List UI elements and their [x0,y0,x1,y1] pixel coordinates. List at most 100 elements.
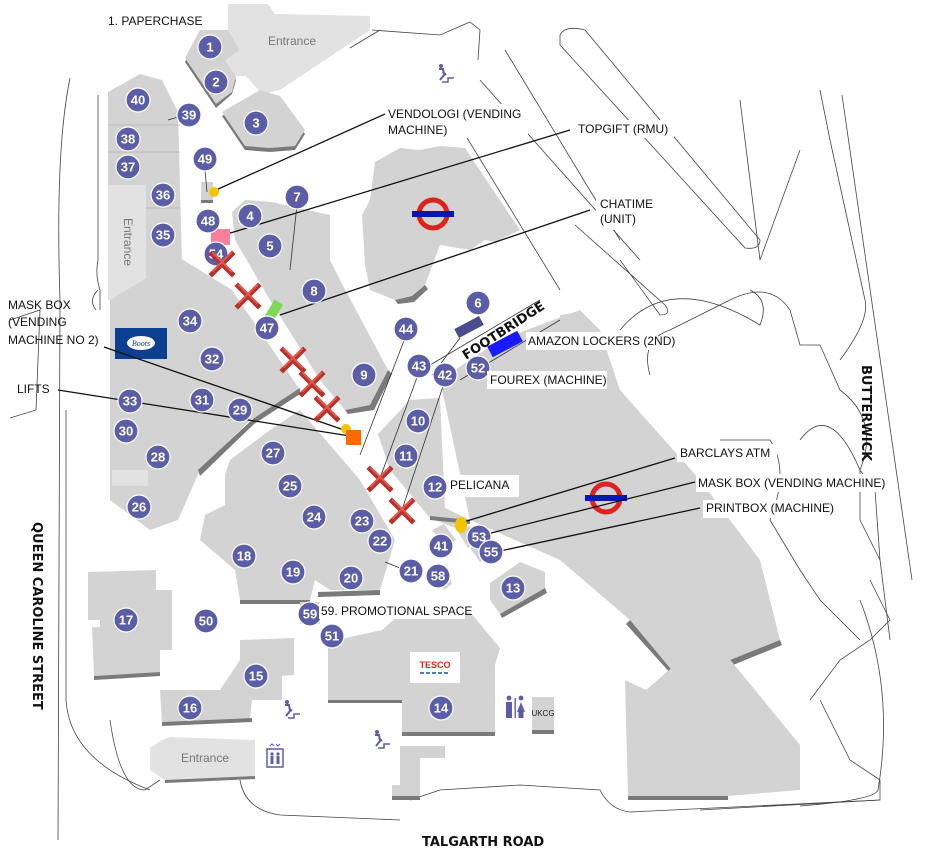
unit-11-marker[interactable]: 11 [393,443,419,469]
unit-26-marker[interactable]: 26 [126,494,152,520]
street-butterwick: BUTTERWICK [858,365,873,462]
callout-barclays[interactable]: BARCLAYS ATM [677,444,777,462]
unit-24-marker[interactable]: 24 [301,504,327,530]
unit-16-marker[interactable]: 16 [177,695,203,721]
barclays-atm-marker[interactable] [455,517,467,533]
callout-pelicana[interactable]: PELICANA [447,475,519,497]
unit-circle [465,355,491,381]
amazon-lockers-marker[interactable] [487,330,523,358]
unit-52-marker[interactable]: 52 [465,355,491,381]
callout-topgift[interactable]: TOPGIFT (RMU) [576,120,674,138]
unit-25-marker[interactable]: 25 [277,473,303,499]
escalator-icon [285,700,300,719]
unit-31-marker[interactable]: 31 [189,387,215,413]
unit-40-marker[interactable]: 40 [125,87,151,113]
unit-37-marker[interactable]: 37 [115,154,141,180]
unit-27-marker[interactable]: 27 [260,440,286,466]
callout-printbox[interactable]: PRINTBOX (MACHINE) [703,500,839,518]
unit-55-marker[interactable]: 55 [478,539,504,565]
lifts-marker[interactable] [346,430,361,445]
topgift-marker[interactable] [211,229,230,245]
callout-vendologi[interactable]: VENDOLOGI (VENDING MACHINE) [386,104,528,138]
unit-43-marker[interactable]: 43 [406,353,432,379]
callout-promo[interactable]: 59. PROMOTIONAL SPACE [319,603,472,619]
unit-circle [203,241,229,267]
callout-fourex[interactable]: FOUREX (MACHINE) [487,371,607,389]
callout-maskbox[interactable]: MASK BOX (VENDING MACHINE) [696,474,894,492]
unit-58-marker[interactable]: 58 [425,563,451,589]
unit-13-marker[interactable]: 13 [500,575,526,601]
svg-text:LIFTS: LIFTS [17,382,50,396]
unit-9-marker[interactable]: 9 [351,362,377,388]
unit-number: 30 [119,424,133,439]
unit-18-marker[interactable]: 18 [231,543,257,569]
unit-22-marker[interactable]: 22 [367,528,393,554]
svg-text:VENDOLOGI (VENDING: VENDOLOGI (VENDING [388,107,521,121]
callout-lifts[interactable]: LIFTS [17,382,50,396]
unit-circle [199,346,225,372]
unit-44-marker[interactable]: 44 [393,316,419,342]
unit-12-marker[interactable]: 12 [422,474,448,500]
unit-number: 9 [360,368,367,383]
unit-circle [126,494,152,520]
unit-8-marker[interactable]: 8 [301,278,327,304]
unit-circle [145,444,171,470]
unit-14-marker[interactable]: 14 [428,695,454,721]
underground-roundel-north [412,197,454,231]
unit-number: 7 [293,190,300,205]
unit-42-marker[interactable]: 42 [432,362,458,388]
unit-4-marker[interactable]: 4 [237,203,263,229]
unit-21-marker[interactable]: 21 [398,558,424,584]
unit-32-marker[interactable]: 32 [199,346,225,372]
unit-circle [115,126,141,152]
unit-1-marker[interactable]: 1 [197,34,223,60]
unit-48-marker[interactable]: 48 [195,208,221,234]
callout-paperchase[interactable]: 1. PAPERCHASE [108,14,202,28]
unit-30-marker[interactable]: 30 [113,418,139,444]
unit-6-kiosk [454,316,484,338]
unit-39-marker[interactable]: 39 [176,102,202,128]
unit-34-marker[interactable]: 34 [177,308,203,334]
unit-50-marker[interactable]: 50 [193,608,219,634]
svg-text:Boots: Boots [132,339,150,348]
callout-maskbox2[interactable]: MASK BOX (VENDING MACHINE NO 2) [8,298,99,347]
unit-41-marker[interactable]: 41 [428,533,454,559]
unit-49-marker[interactable]: 49 [192,146,218,172]
unit-20-marker[interactable]: 20 [338,565,364,591]
unit-17-marker[interactable]: 17 [113,607,139,633]
unit-7-marker[interactable]: 7 [284,184,310,210]
unit-2-marker[interactable]: 2 [203,69,229,95]
unit-23-marker[interactable]: 23 [349,508,375,534]
svg-text:PELICANA: PELICANA [450,478,509,492]
unit-19-marker[interactable]: 19 [280,559,306,585]
unit-6-marker[interactable]: 6 [465,290,491,316]
unit-36-marker[interactable]: 36 [150,182,176,208]
unit-circle [177,695,203,721]
unit-number: 36 [156,188,170,203]
unit-number: 59 [303,607,317,622]
unit-circle [393,443,419,469]
unit-10-marker[interactable]: 10 [405,408,431,434]
unit-28-marker[interactable]: 28 [145,444,171,470]
unit-number: 16 [183,701,197,716]
unit-47-marker[interactable]: 47 [254,315,280,341]
unit-59-marker[interactable]: 59 [297,601,323,627]
callout-chatime[interactable]: CHATIME (UNIT) [596,196,654,230]
vendologi-marker[interactable] [209,187,219,197]
tesco-logo: TESCO [410,652,460,683]
unit-35-marker[interactable]: 35 [150,222,176,248]
unit-number: 5 [266,239,273,254]
boots-logo: Boots [115,328,167,359]
callout-amazon[interactable]: AMAZON LOCKERS (2ND) [526,332,675,350]
unit-number: 17 [119,613,133,628]
unit-33-marker[interactable]: 33 [117,388,143,414]
unit-5-marker[interactable]: 5 [257,233,283,259]
unit-number: 14 [434,701,449,716]
unit-circle [176,102,202,128]
unit-29-marker[interactable]: 29 [227,397,253,423]
unit-3-marker[interactable]: 3 [243,110,269,136]
unit-51-marker[interactable]: 51 [319,623,345,649]
unit-38-marker[interactable]: 38 [115,126,141,152]
unit-number: 44 [399,322,414,337]
unit-15-marker[interactable]: 15 [243,663,269,689]
